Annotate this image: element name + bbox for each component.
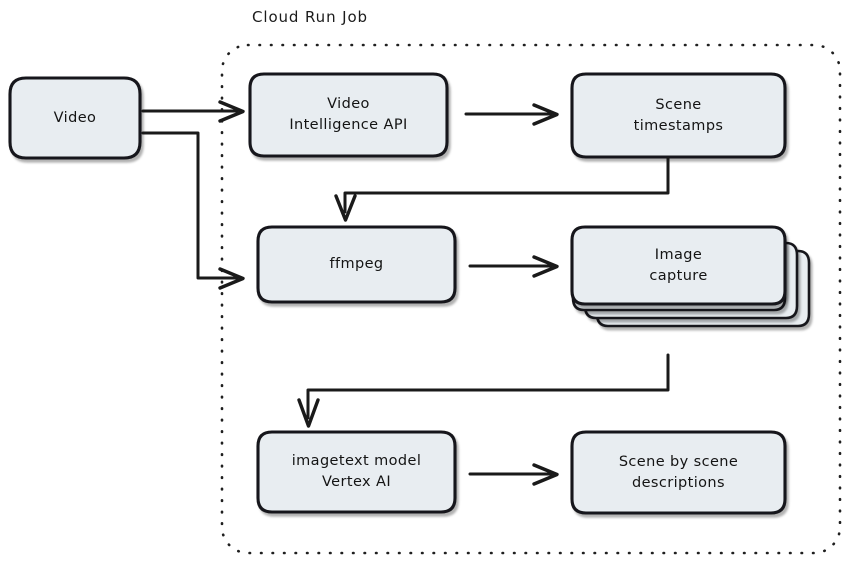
image-capture-stack-layer-front — [570, 225, 787, 306]
node-scene-timestamps-shape — [570, 72, 787, 159]
connector-scene-timestamps-to-ffmpeg — [334, 156, 670, 222]
connector-vi-api-to-scene-timestamps — [464, 103, 559, 126]
node-image-capture-stack — [570, 225, 811, 328]
connector-video-to-vi-api — [141, 100, 245, 123]
node-ffmpeg-shape — [256, 225, 457, 304]
connector-ffmpeg-to-image-capture — [468, 255, 559, 278]
connector-image-capture-to-imagetext — [297, 353, 670, 428]
node-scene-by-scene-descriptions-shape — [570, 430, 787, 515]
node-video-shape — [8, 76, 142, 160]
group-title: Cloud Run Job — [252, 8, 368, 26]
node-video-intelligence-api-shape — [248, 72, 449, 158]
connector-video-to-ffmpeg — [141, 131, 245, 290]
connector-imagetext-to-descriptions — [468, 463, 559, 486]
node-imagetext-model-vertex-ai-shape — [256, 430, 457, 514]
